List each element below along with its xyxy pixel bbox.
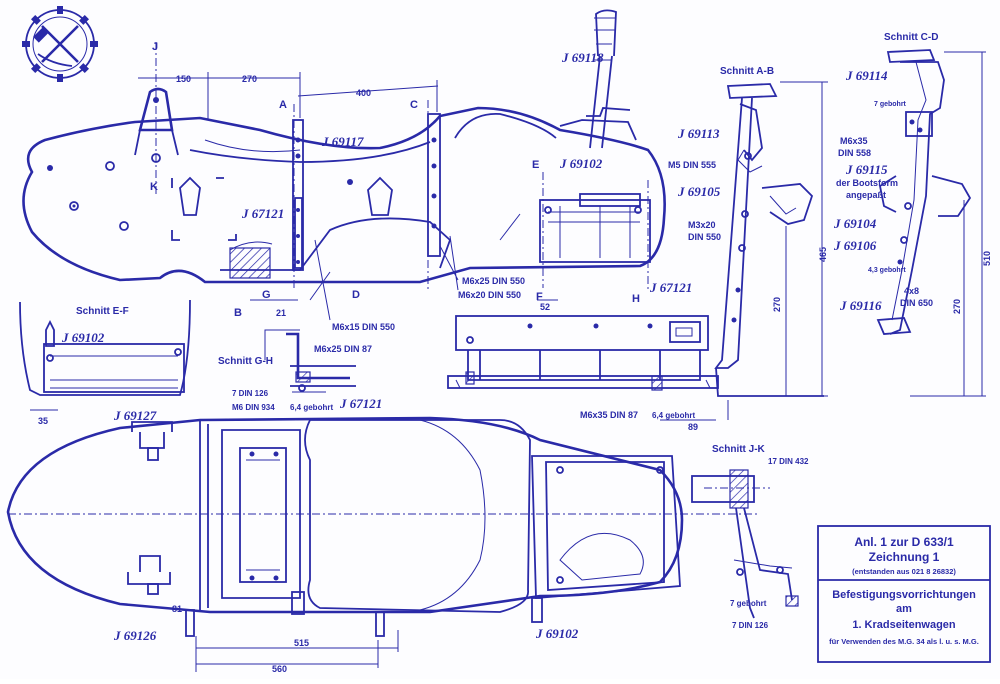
marker-c: C [410,99,418,111]
part-label-69104: J 69104 [833,216,877,231]
dim-465: 465 [818,247,828,262]
dim-81: 81 [172,604,182,614]
dim-89: 89 [688,422,698,432]
marker-k: K [150,181,158,193]
title-block-line-3: (entstanden aus 021 8 26832) [852,567,956,576]
part-label-69126: J 69126 [113,628,157,643]
part-label-69127: J 69127 [113,408,157,423]
title-block-line-5: am [896,603,912,615]
section-cd-title: Schnitt C-D [884,32,938,43]
part-label-67121-side: J 67121 [241,206,284,221]
title-block-line-7: für Verwenden des M.G. 34 als l. u. s. M… [829,637,979,646]
note-gebohrt-7-cd: 7 gebohrt [874,101,907,108]
dim-270-ab: 270 [772,297,782,312]
note-m6x25-din87: M6x25 DIN 87 [314,344,372,354]
part-label-69116: J 69116 [839,298,882,313]
marker-g: G [262,289,271,301]
note-m6x15-din550: M6x15 DIN 550 [332,322,395,332]
part-label-69114: J 69114 [845,68,888,83]
note-gebohrt-64-frame: 6,4 gebohrt [652,411,695,420]
marker-b: B [234,307,242,319]
part-label-67121-top: J 67121 [339,396,382,411]
note-m3x20: M3x20 [688,220,716,230]
marker-e: E [532,159,539,171]
note-bootsform-2: angepaßt [846,190,886,200]
note-m5-din555: M5 DIN 555 [668,160,716,170]
title-block-line-6: 1. Kradseitenwagen [852,619,956,631]
part-label-69105: J 69105 [677,184,721,199]
dim-52: 52 [540,302,550,312]
dim-21: 21 [276,308,286,318]
note-din126-gh: 7 DIN 126 [232,389,269,398]
marker-d: D [352,289,360,301]
section-ef-title: Schnitt E-F [76,306,129,317]
note-m6x35-cd: M6x35 [840,136,868,146]
section-ab-title: Schnitt A-B [720,66,774,77]
section-jk-title: Schnitt J-K [712,444,766,455]
marker-j: J [152,41,158,53]
part-label-67121-frame: J 67121 [649,280,692,295]
sidecar-top-view [6,416,760,672]
gear-hammer-emblem-icon [22,6,98,82]
note-17-din432: 17 DIN 432 [768,457,809,466]
note-gebohrt-43: 4,3 gebohrt [868,267,906,274]
note-din650: DIN 650 [900,298,933,308]
note-4x8: 4x8 [904,286,919,296]
dim-270-top: 270 [242,74,257,84]
section-cd-drawing [876,49,986,397]
note-din550-ab: DIN 550 [688,232,721,242]
part-label-69117: J 69117 [321,134,364,149]
part-label-69113: J 69113 [677,126,720,141]
marker-h: H [632,293,640,305]
title-block-line-2: Zeichnung 1 [869,550,940,564]
part-label-69102-top: J 69102 [535,626,579,641]
dim-400: 400 [356,88,371,98]
marker-f: F [536,291,543,303]
part-label-69102-side: J 69102 [559,156,603,171]
dim-270-cd: 270 [952,299,962,314]
dim-150: 150 [176,74,191,84]
sidecar-side-view [22,9,666,321]
dim-560: 560 [272,664,287,674]
note-7-din126-jk: 7 DIN 126 [732,621,769,630]
section-ef-drawing [19,299,191,411]
dim-515: 515 [294,638,309,648]
title-block [817,525,991,663]
note-m6x35-din87: M6x35 DIN 87 [580,410,638,420]
section-ab-drawing [714,81,828,420]
note-m6x20-din550: M6x20 DIN 550 [458,290,521,300]
frame-rail-drawing [447,315,719,421]
part-label-69102-ef: J 69102 [61,330,105,345]
marker-a: A [279,99,287,111]
title-block-line-4: Befestigungsvorrichtungen [832,589,976,601]
note-din558: DIN 558 [838,148,871,158]
note-m6-din934: M6 DIN 934 [232,403,275,412]
dim-510: 510 [982,251,992,266]
part-label-69106: J 69106 [833,238,877,253]
section-gh-drawing [264,329,356,393]
part-label-69118: J 69118 [561,50,604,65]
section-gh-title: Schnitt G-H [218,356,273,367]
title-block-line-1: Anl. 1 zur D 633/1 [854,535,954,549]
dim-35: 35 [38,416,48,426]
note-m6x25-din550: M6x25 DIN 550 [462,276,525,286]
note-gebohrt-64-gh: 6,4 gebohrt [290,403,333,412]
section-jk-drawing [691,469,799,619]
note-bootsform-1: der Bootsform [836,178,898,188]
part-label-69115: J 69115 [845,162,888,177]
note-gebohrt-7-jk: 7 gebohrt [730,599,767,608]
